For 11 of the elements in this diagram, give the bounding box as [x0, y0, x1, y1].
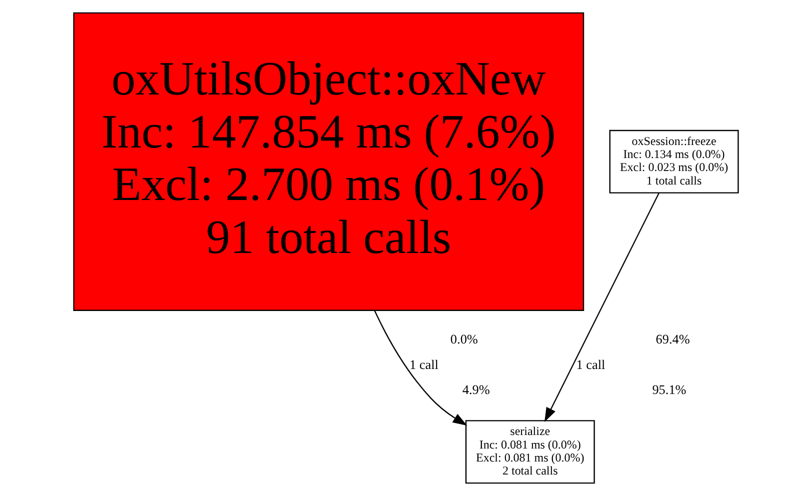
node-box: oxUtilsObject::oxNew Inc: 147.854 ms (7.6%) Excl: 2.700 ms (0.1%) 91 total calls — [72, 12, 584, 311]
arrow — [374, 310, 467, 426]
edge-label: 1 call — [576, 356, 605, 372]
edge-label: 1 call — [409, 356, 438, 372]
label: 4.9% — [462, 382, 490, 398]
node-box: serialize Inc: 0.081 ms (0.0%) Excl: 0.081 ms (0.0%) 2 total calls — [464, 420, 594, 484]
arrow — [544, 192, 659, 422]
label: 0.0% — [450, 332, 478, 347]
node-box: oxSession::freeze Inc: 0.134 ms (0.0%) Excl: 0.023 ms (0.0%) 1 total calls — [608, 130, 738, 194]
label: 95.1% — [652, 382, 686, 398]
label: 69.4% — [655, 332, 690, 347]
